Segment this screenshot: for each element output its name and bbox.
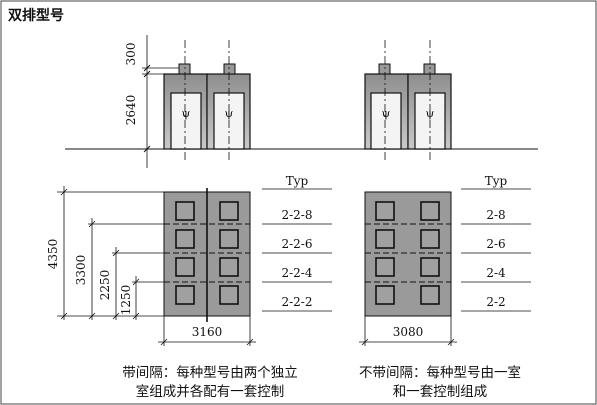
elevation-dim-top: 300 (124, 43, 138, 66)
caption-right-line-2: 和一套控制组成 (392, 384, 488, 400)
right-type-3: 2-4 (486, 266, 506, 280)
svg-text:ψ: ψ (426, 107, 435, 120)
right-type-1: 2-8 (486, 208, 505, 222)
caption-left: 带间隔：每种型号由两个独立 室组成并各配有一套控制 (100, 364, 320, 402)
left-type-1: 2-2-8 (281, 208, 312, 222)
left-elevation: ψ ψ (142, 35, 251, 168)
typ-header-right: Typ (485, 174, 508, 188)
svg-text:ψ: ψ (225, 107, 234, 120)
plan-dim-2250: 2250 (98, 270, 112, 301)
left-type-2: 2-2-6 (281, 237, 312, 251)
right-plan-dimensions (359, 316, 457, 346)
caption-left-line-2: 室组成并各配有一套控制 (135, 384, 285, 400)
plan-dim-1250: 1250 (119, 285, 133, 316)
left-plan-dimensions (57, 186, 256, 346)
left-type-table (262, 188, 332, 312)
right-type-4: 2-2 (486, 295, 505, 309)
plan-dim-4350: 4350 (46, 239, 60, 270)
caption-left-line-1: 带间隔：每种型号由两个独立 (122, 365, 298, 381)
width-dim-right: 3080 (393, 325, 424, 339)
right-plan (364, 191, 452, 317)
width-dim-left: 3160 (192, 325, 223, 339)
caption-right: 不带间隔：每种型号由一室 和一套控制组成 (340, 364, 540, 402)
svg-text:ψ: ψ (382, 107, 391, 120)
plan-dim-3300: 3300 (74, 255, 88, 286)
left-plan (163, 188, 251, 322)
left-type-3: 2-2-4 (281, 266, 312, 280)
left-type-4: 2-2-2 (281, 295, 312, 309)
right-elevation: ψ ψ (364, 40, 452, 160)
elevation-dim-height: 2640 (124, 95, 138, 126)
right-type-table (461, 188, 531, 312)
svg-text:ψ: ψ (182, 107, 191, 120)
diagram-title: 双排型号 (8, 8, 64, 24)
caption-right-line-1: 不带间隔：每种型号由一室 (359, 365, 521, 381)
typ-header-left: Typ (286, 174, 309, 188)
right-type-2: 2-6 (486, 237, 505, 251)
